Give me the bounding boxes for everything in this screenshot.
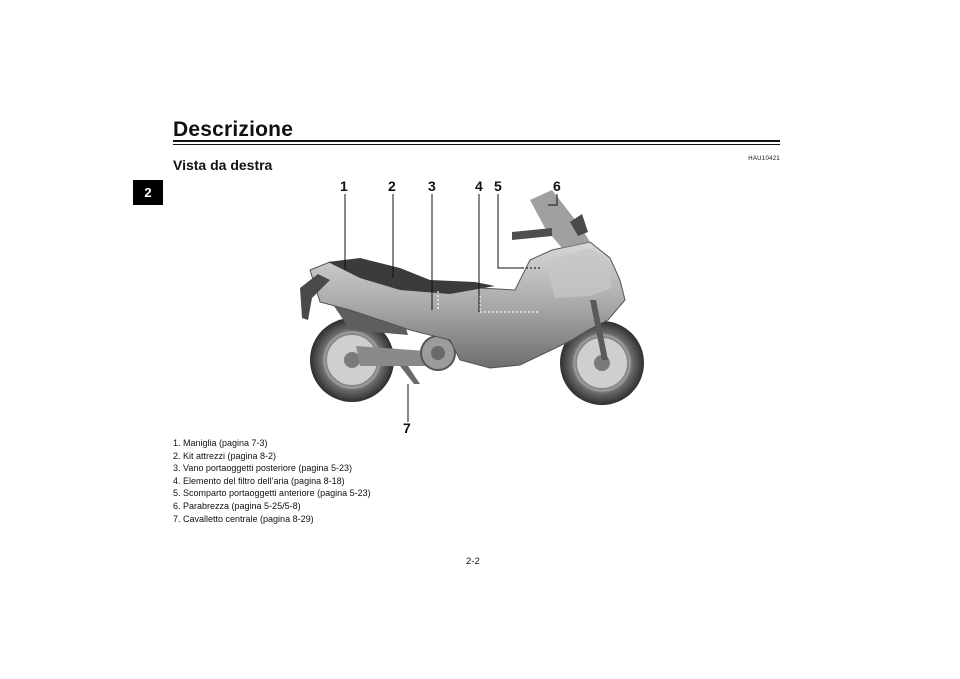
legend-item: 5. Scomparto portaoggetti anteriore (pag… [173,488,371,499]
callout-6: 6 [553,178,561,194]
seat [328,258,495,294]
callout-leaders [344,194,558,422]
title-rule [173,140,780,142]
document-code: HAU10421 [748,156,780,162]
callout-5: 5 [494,178,502,194]
section-title: Vista da destra [173,157,273,173]
legend-item: 6. Parabrezza (pagina 5-25/5-8) [173,500,301,511]
front-wheel [560,321,644,405]
title-rule-secondary [173,144,780,145]
page-title: Descrizione [173,118,294,141]
legend-item: 1. Maniglia (pagina 7-3) [173,438,268,448]
callout-1: 1 [340,178,348,194]
page-number: 2-2 [466,556,480,567]
chapter-tab: 2 [133,180,163,205]
parts-legend: 1. Maniglia (pagina 7-3) 2. Kit attrezzi… [173,437,371,525]
legend-item: 7. Cavalletto centrale (pagina 8-29) [173,513,314,524]
legend-item: 3. Vano portaoggetti posteriore (pagina … [173,463,352,474]
legend-item: 2. Kit attrezzi (pagina 8-2) [173,450,277,461]
callout-7: 7 [403,420,411,436]
callout-3: 3 [428,178,436,194]
scooter-illustration [300,190,644,422]
callout-4: 4 [475,178,483,194]
center-stand [400,366,420,384]
callout-2: 2 [388,178,396,194]
legend-item: 4. Elemento del filtro dell’aria (pagina… [173,475,345,486]
windscreen [530,190,590,248]
